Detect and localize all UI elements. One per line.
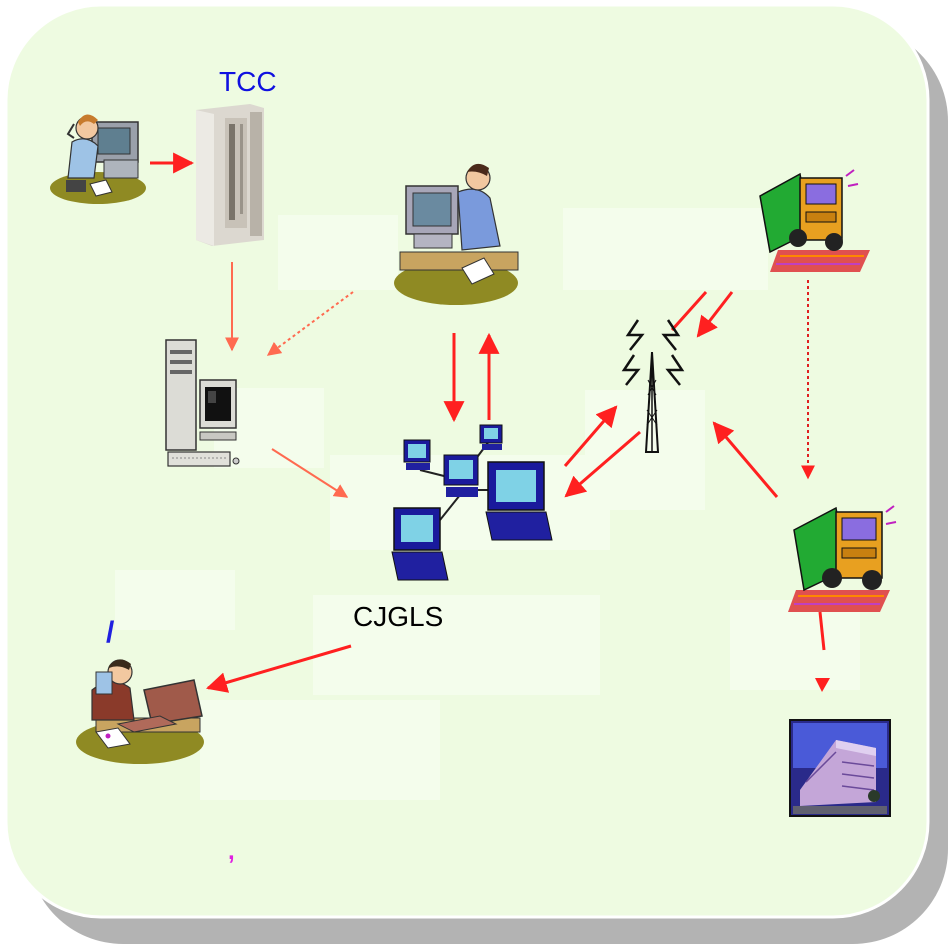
tcc-label: TCC <box>219 66 277 97</box>
comma-label: , <box>228 838 235 865</box>
building-icon <box>789 719 891 817</box>
cjgls-label: CJGLS <box>353 601 444 632</box>
slash-label: / <box>106 616 115 649</box>
arrow-workstation-to-network <box>271 448 349 498</box>
arrow-tower-to-network <box>564 430 641 498</box>
arrow-truck2-to-tower <box>712 421 779 498</box>
person-at-computer-icon <box>394 163 519 305</box>
arrowhead-to-building <box>815 678 830 692</box>
arrow-network-to-tower <box>563 405 618 467</box>
truck-icon <box>759 169 870 272</box>
arrow-truck1-to-tower <box>696 291 734 338</box>
arrow-truck1-signal-a <box>670 290 708 332</box>
arrow-network-to-manager <box>205 644 352 693</box>
arrows <box>150 152 830 693</box>
server-cabinet-icon <box>196 104 264 246</box>
arrow-truck2-to-building-a <box>818 611 826 651</box>
antenna-tower-icon <box>621 319 685 453</box>
person-laptop-icon <box>76 659 204 764</box>
computer-network-icon <box>391 424 553 581</box>
truck-icon <box>788 505 897 612</box>
desktop-tower-icon <box>165 339 240 467</box>
person-phone-computer-icon <box>50 114 146 204</box>
